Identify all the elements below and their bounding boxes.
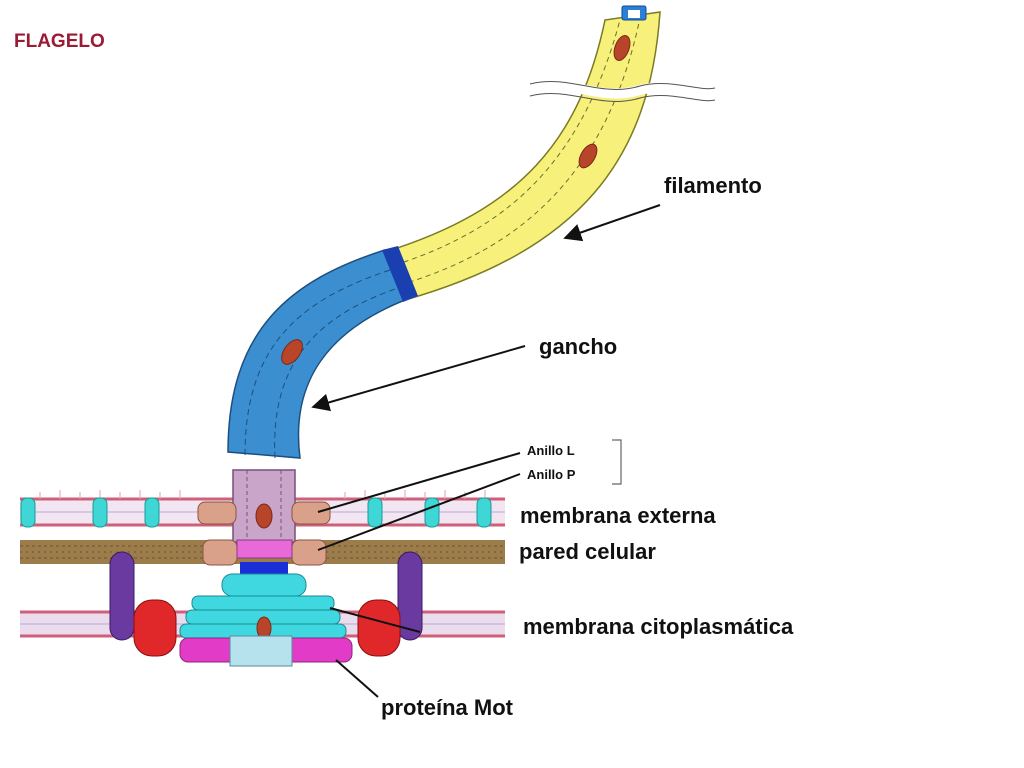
- rod: [232, 469, 296, 543]
- label-pared-celular: pared celular: [519, 539, 656, 564]
- filament: [383, 5, 717, 301]
- label-membrana-citoplasmatica: membrana citoplasmática: [523, 614, 794, 639]
- mot-proteins: [109, 551, 423, 657]
- arrow-filamento: [563, 204, 661, 242]
- hook: [227, 246, 418, 459]
- ms-ring: [179, 562, 347, 640]
- arrow-anillo-p: [317, 473, 521, 551]
- l-ring: [197, 501, 331, 525]
- arrow-proteina-mot: [335, 659, 379, 698]
- arrow-gancho: [311, 345, 526, 412]
- label-anillo-l: Anillo L: [527, 443, 575, 458]
- arrow-anillo-l: [317, 452, 521, 513]
- label-anillo-p: Anillo P: [527, 467, 576, 482]
- diagram-title: FLAGELO: [14, 31, 105, 52]
- label-gancho: gancho: [539, 334, 617, 359]
- c-ring: [179, 635, 353, 667]
- leader-lines: [311, 204, 661, 698]
- label-filamento: filamento: [664, 173, 762, 198]
- ring-label-bracket: [612, 439, 622, 485]
- label-membrana-externa: membrana externa: [520, 503, 716, 528]
- arrow-membrana-citoplasmatica: [329, 607, 421, 633]
- p-ring: [202, 539, 327, 566]
- label-proteina-mot: proteína Mot: [381, 695, 514, 720]
